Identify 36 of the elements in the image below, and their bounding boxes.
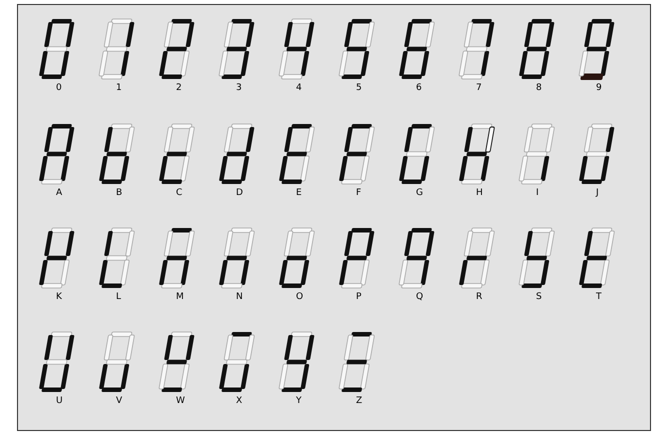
character-label: Q (416, 292, 424, 302)
character-label: 4 (296, 83, 302, 93)
character-label: 1 (116, 83, 122, 93)
character-label: J (596, 188, 599, 198)
character-label: K (56, 292, 62, 302)
character-label: V (116, 396, 122, 406)
character-label: Z (356, 396, 362, 406)
character-label: B (116, 188, 122, 198)
character-label: 7 (476, 83, 482, 93)
character-label: 9 (596, 83, 602, 93)
character-label: 0 (56, 83, 62, 93)
character-label: M (176, 292, 184, 302)
character-label: 3 (236, 83, 242, 93)
character-label: C (176, 188, 182, 198)
character-label: D (236, 188, 243, 198)
character-label: S (536, 292, 542, 302)
character-label: 2 (176, 83, 182, 93)
character-label: F (356, 188, 362, 198)
character-label: T (596, 292, 602, 302)
character-label: 6 (416, 83, 422, 93)
character-label: R (476, 292, 482, 302)
character-label: 5 (356, 83, 362, 93)
character-label: O (296, 292, 304, 302)
character-label: L (116, 292, 122, 302)
character-label: H (476, 188, 483, 198)
character-label: W (176, 396, 185, 406)
character-label: A (56, 188, 62, 198)
character-label: Y (296, 396, 302, 406)
character-label: N (236, 292, 243, 302)
character-label: P (356, 292, 362, 302)
character-label: 8 (536, 83, 542, 93)
character-label: U (56, 396, 63, 406)
character-label: E (296, 188, 302, 198)
character-label: G (416, 188, 423, 198)
character-label: I (536, 188, 539, 198)
character-label: X (236, 396, 242, 406)
